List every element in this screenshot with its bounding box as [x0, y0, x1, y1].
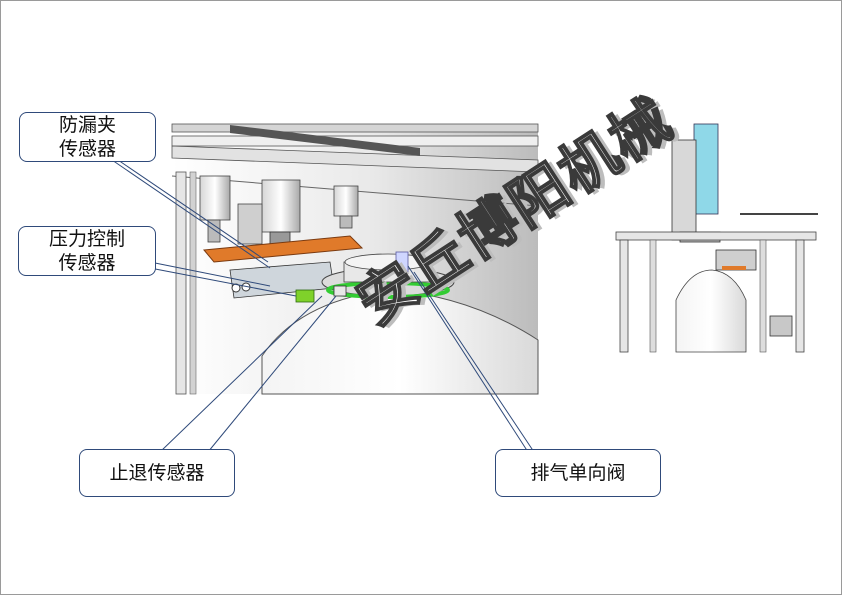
- callout-line-1: 防漏夹: [58, 114, 116, 136]
- callout-line-1: 压力控制: [48, 228, 125, 250]
- main-render: [171, 123, 539, 395]
- leader-lines: [111, 159, 535, 453]
- callout-anti-leak-clamp-sensor: 防漏夹 传感器: [19, 112, 156, 162]
- callout-line-2: 传感器: [58, 252, 116, 274]
- callout-label: 止退传感器: [109, 462, 205, 484]
- callout-exhaust-check-valve: 排气单向阀: [495, 449, 661, 497]
- callout-pressure-control-sensor: 压力控制 传感器: [18, 226, 156, 276]
- callout-stop-retreat-sensor: 止退传感器: [79, 449, 235, 497]
- side-render: [615, 123, 818, 353]
- callout-label: 排气单向阀: [530, 462, 626, 484]
- callout-line-2: 传感器: [58, 138, 116, 160]
